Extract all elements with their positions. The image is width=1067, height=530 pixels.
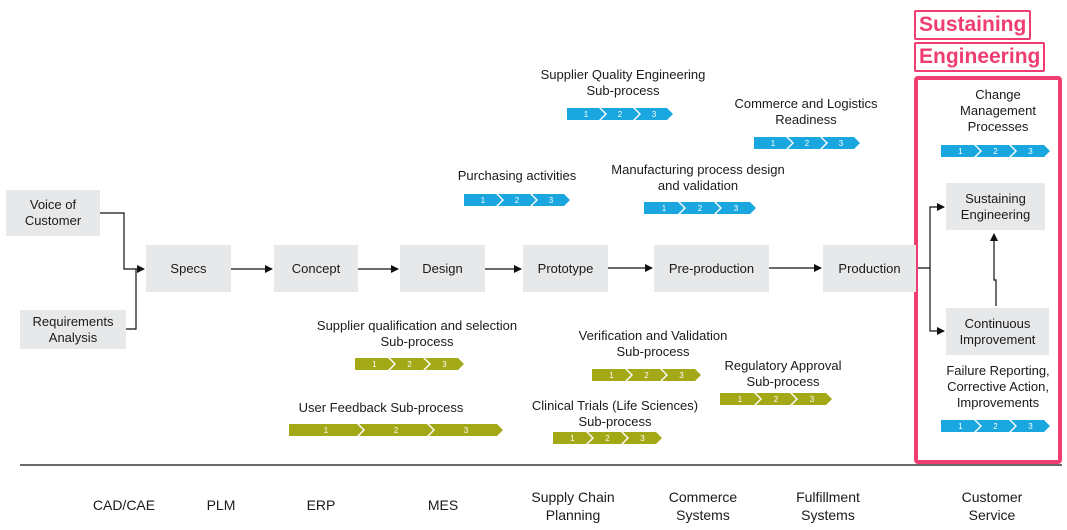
step-chevron: 1 (567, 108, 605, 120)
supplier-qualification-steps: 1 2 3 (355, 358, 460, 370)
step-chevron: 1 (941, 420, 980, 432)
purchasing-steps: 1 2 3 (464, 194, 566, 206)
connector-voc-to-specs (100, 212, 145, 273)
step-chevron: 3 (532, 194, 570, 206)
connector-improvement-to-sustaining (990, 233, 998, 306)
commerce-logistics-steps: 1 2 3 (754, 137, 856, 149)
step-chevron: 2 (601, 108, 639, 120)
step-chevron: 2 (976, 420, 1015, 432)
system-erp: ERP (306, 497, 336, 513)
stage-prototype: Prototype (523, 245, 608, 292)
clinical-trials-label: Clinical Trials (Life Sciences)Sub-proce… (531, 398, 699, 429)
system-mes: MES (427, 497, 459, 513)
step-chevron: 3 (635, 108, 673, 120)
step-chevron: 1 (553, 432, 592, 444)
step-chevron: 2 (588, 432, 627, 444)
step-chevron: 3 (822, 137, 860, 149)
stage-preproduction: Pre-production (654, 245, 769, 292)
step-chevron: 1 (941, 145, 980, 157)
clinical-trials-steps: 1 2 3 (553, 432, 658, 444)
sustaining-engineering-highlight (914, 76, 1062, 464)
step-chevron: 2 (680, 202, 720, 214)
connector-req-to-specs (126, 269, 137, 330)
step-chevron: 3 (792, 393, 832, 405)
step-chevron: 2 (627, 369, 666, 381)
verification-validation-steps: 1 2 3 (592, 369, 697, 381)
step-chevron: 3 (425, 358, 464, 370)
regulatory-approval-steps: 1 2 3 (720, 393, 828, 405)
system-plm: PLM (206, 497, 236, 513)
stage-production: Production (823, 245, 916, 292)
step-chevron: 1 (355, 358, 394, 370)
step-chevron: 3 (623, 432, 662, 444)
manufacturing-steps: 1 2 3 (644, 202, 752, 214)
step-chevron: 1 (644, 202, 684, 214)
step-chevron: 2 (498, 194, 536, 206)
step-chevron: 3 (429, 424, 503, 436)
stage-design: Design (400, 245, 485, 292)
step-chevron: 2 (359, 424, 433, 436)
step-chevron: 2 (976, 145, 1015, 157)
step-chevron: 3 (1011, 145, 1050, 157)
step-chevron: 2 (788, 137, 826, 149)
user-feedback-label: User Feedback Sub-process (298, 400, 464, 415)
step-chevron: 2 (756, 393, 796, 405)
step-chevron: 1 (754, 137, 792, 149)
failure-reporting-steps: 1 2 3 (941, 420, 1046, 432)
supplier-quality-steps: 1 2 3 (567, 108, 669, 120)
system-cad-cae: CAD/CAE (92, 497, 156, 513)
stage-specs: Specs (146, 245, 231, 292)
purchasing-label: Purchasing activities (457, 168, 577, 183)
connector-production-to-improvement (929, 268, 945, 335)
step-chevron: 3 (1011, 420, 1050, 432)
step-chevron: 3 (662, 369, 701, 381)
step-chevron: 1 (289, 424, 363, 436)
step-chevron: 2 (390, 358, 429, 370)
connector-production-to-sustaining (916, 203, 945, 269)
stage-concept: Concept (274, 245, 358, 292)
sustaining-engineering-title: Sustaining Engineering (914, 10, 1056, 72)
step-chevron: 1 (720, 393, 760, 405)
failure-reporting-label: Failure Reporting,Corrective Action,Impr… (946, 363, 1050, 410)
step-chevron: 3 (716, 202, 756, 214)
step-chevron: 1 (592, 369, 631, 381)
change-management-steps: 1 2 3 (941, 145, 1046, 157)
user-feedback-steps: 1 2 3 (289, 424, 499, 436)
step-chevron: 1 (464, 194, 502, 206)
